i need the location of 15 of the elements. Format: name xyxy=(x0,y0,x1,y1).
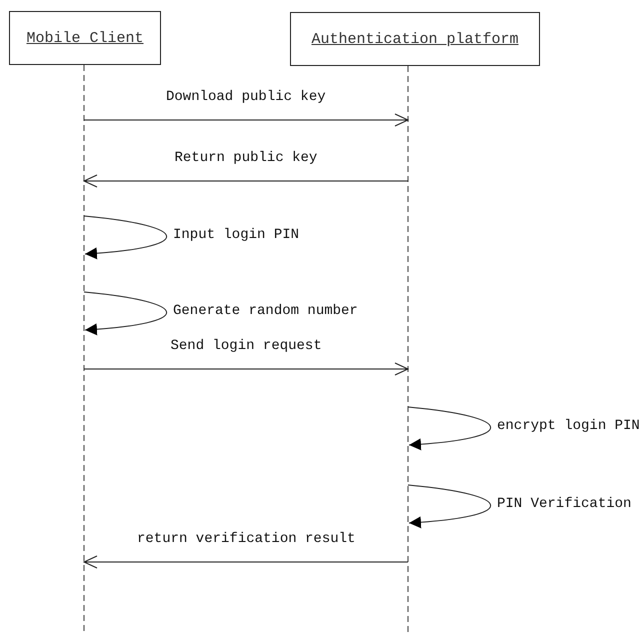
message-label: encrypt login PIN xyxy=(496,418,641,434)
participant-box: Mobile Client xyxy=(9,11,161,65)
self-message-arrow xyxy=(408,484,492,528)
message-label: Return public key xyxy=(174,150,318,166)
message-label: Send login request xyxy=(170,338,323,354)
message-arrow xyxy=(84,556,408,568)
self-message-arrow xyxy=(84,292,168,336)
participant-box: Authentication platform xyxy=(290,12,540,66)
message-arrow xyxy=(84,174,408,188)
message-arrow xyxy=(84,114,408,126)
message-label: Download public key xyxy=(165,89,327,105)
self-message-arrow xyxy=(84,216,168,260)
message-label: Input login PIN xyxy=(172,227,300,243)
self-message-arrow xyxy=(408,406,492,450)
message-arrow xyxy=(84,362,408,376)
